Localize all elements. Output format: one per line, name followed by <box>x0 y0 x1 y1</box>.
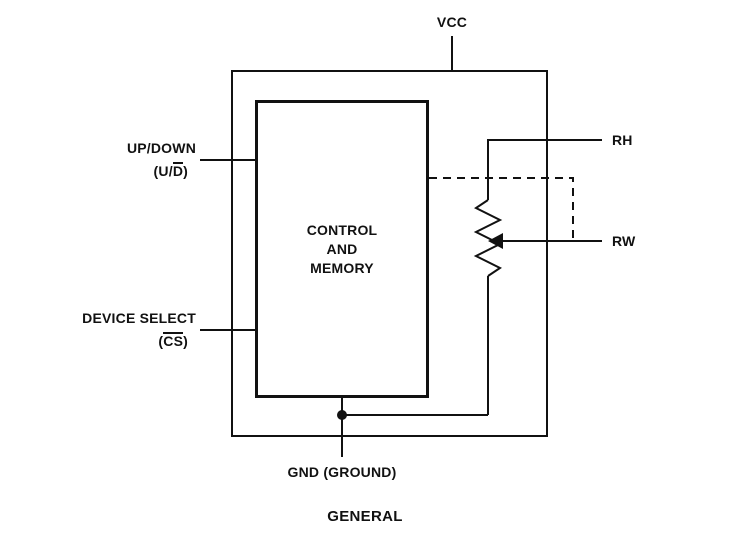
pin-label-vcc: VCC <box>436 14 468 30</box>
pin-label-rh: RH <box>612 132 633 148</box>
cs-symbol-prefix: ( <box>158 333 164 349</box>
control-block-line: AND <box>326 240 358 257</box>
control-block-line: MEMORY <box>310 259 374 276</box>
cs-symbol-overbar: CS <box>163 332 184 349</box>
junction-dot <box>337 410 347 420</box>
resistor-symbol <box>473 199 503 277</box>
up-down-symbol-overbar: D <box>172 162 184 179</box>
control-wiper-dashed-link <box>429 177 574 240</box>
up-down-symbol-suffix: ) <box>183 163 188 179</box>
pin-label-gnd: GND (GROUND) <box>287 464 397 480</box>
chip-outline <box>231 70 548 437</box>
pin-label-device-select: DEVICE SELECT <box>82 310 196 326</box>
pin-label-rw: RW <box>612 233 636 249</box>
cs-symbol-suffix: ) <box>183 333 188 349</box>
wiper-arrow-icon <box>488 233 503 249</box>
control-block-line: CONTROL <box>306 221 378 238</box>
control-memory-block: CONTROL AND MEMORY <box>255 100 429 398</box>
pin-label-up-down-symbol: (U/D) <box>56 162 188 179</box>
pin-label-cs-symbol: (CS) <box>26 332 188 349</box>
up-down-symbol-prefix: (U/ <box>153 163 173 179</box>
diagram-caption: GENERAL <box>327 508 403 525</box>
pin-label-up-down: UP/DOWN <box>126 140 196 156</box>
